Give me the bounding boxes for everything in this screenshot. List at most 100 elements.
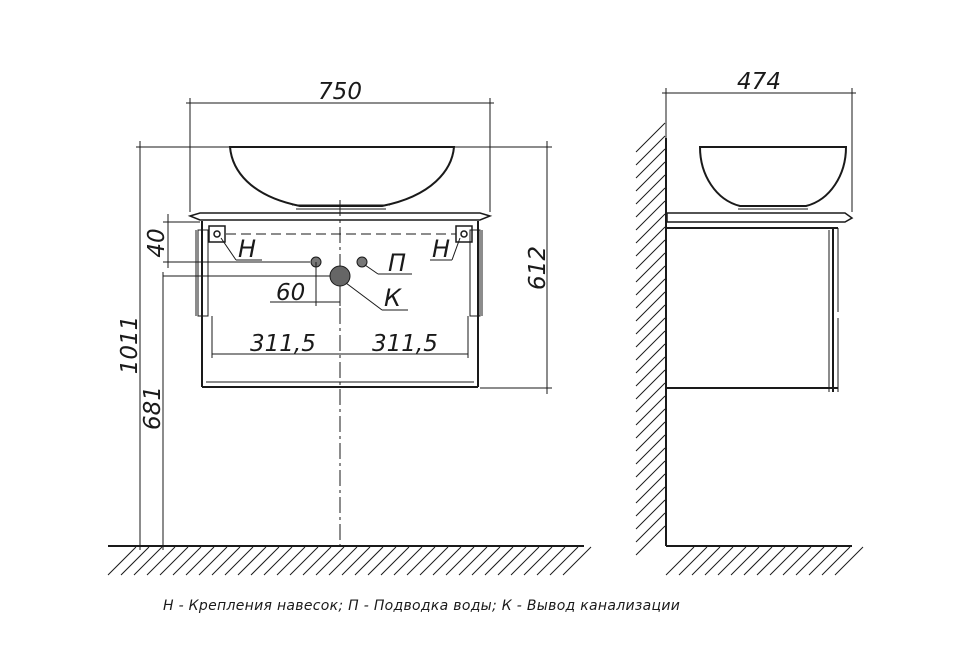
hatch-line: [635, 421, 666, 452]
label-hanger-right: Н: [432, 235, 450, 263]
hatch-line: [678, 546, 708, 576]
front-basin: [228, 146, 456, 207]
hatch-line: [497, 546, 527, 576]
hatch-line: [635, 356, 666, 387]
hatch-line: [510, 546, 540, 576]
hatch-line: [635, 304, 666, 335]
side-basin: [698, 146, 848, 207]
hatch-line: [523, 546, 553, 576]
hatch-line: [717, 546, 747, 576]
hatch-line: [821, 546, 851, 576]
hatch-line: [328, 546, 358, 576]
dim-311-5-left: 311,5: [250, 331, 316, 357]
hatch-line: [341, 546, 371, 576]
hatch-line: [635, 187, 666, 218]
hatch-line: [635, 395, 666, 426]
hatch-line: [198, 546, 228, 576]
hatch-line: [635, 174, 666, 205]
hatch-line: [635, 408, 666, 439]
hatch-line: [635, 486, 666, 517]
dim-750: 750: [318, 79, 362, 105]
hatch-line: [263, 546, 293, 576]
hatch-line: [237, 546, 267, 576]
floor-hatch-front: [107, 545, 592, 576]
hatch-line: [635, 473, 666, 504]
water-supply-right: [356, 256, 368, 268]
hatch-line: [635, 343, 666, 374]
hatch-line: [635, 135, 666, 166]
hatch-line: [393, 546, 423, 576]
hatch-line: [211, 546, 241, 576]
hatch-line: [133, 546, 163, 576]
hatch-line: [743, 546, 773, 576]
hatch-line: [635, 226, 666, 257]
hatch-line: [419, 546, 449, 576]
hatch-line: [289, 546, 319, 576]
hatch-line: [704, 546, 734, 576]
hatch-line: [484, 546, 514, 576]
hatch-line: [795, 546, 825, 576]
hatch-line: [562, 546, 592, 576]
front-cabinet: [195, 221, 483, 388]
dim-1011: 1011: [117, 316, 143, 375]
front-view: 40 60 311,5 311,5 750 612 1011 681 Н: [107, 79, 592, 576]
dim-474: 474: [737, 69, 781, 95]
hatch-line: [432, 546, 462, 576]
hatch-line: [635, 278, 666, 309]
front-countertop: [187, 212, 493, 221]
hatch-line: [691, 546, 721, 576]
hatch-line: [315, 546, 345, 576]
hatch-line: [635, 317, 666, 348]
hatch-line: [769, 546, 799, 576]
side-view: 474: [635, 69, 864, 576]
hatch-line: [635, 265, 666, 296]
drain-outlet: [329, 265, 351, 287]
hatch-line: [354, 546, 384, 576]
side-countertop: [666, 212, 854, 223]
dim-681: 681: [140, 386, 166, 430]
label-drain: К: [384, 284, 402, 312]
hatch-line: [471, 546, 501, 576]
hatch-line: [635, 460, 666, 491]
hatch-line: [635, 330, 666, 361]
hatch-line: [635, 499, 666, 530]
dim-612: 612: [525, 246, 551, 290]
hatch-line: [250, 546, 280, 576]
hatch-line: [635, 525, 666, 556]
legend: Н - Крепления навесок; П - Подводка воды…: [163, 598, 681, 614]
hatch-line: [782, 546, 812, 576]
hatch-line: [107, 546, 137, 576]
hatch-line: [302, 546, 332, 576]
hatch-line: [665, 546, 695, 576]
dim-311-5-right: 311,5: [372, 331, 438, 357]
hatch-line: [635, 369, 666, 400]
label-hanger-left: Н: [238, 235, 256, 263]
hatch-line: [445, 546, 475, 576]
hatch-line: [406, 546, 436, 576]
hatch-line: [146, 546, 176, 576]
hanger-bracket-left: [208, 225, 226, 243]
side-cabinet: [667, 227, 839, 392]
hatch-line: [635, 434, 666, 465]
dim-40: 40: [144, 228, 170, 257]
hatch-line: [635, 512, 666, 543]
hatch-line: [159, 546, 189, 576]
hatch-line: [756, 546, 786, 576]
hatch-line: [635, 252, 666, 283]
label-water-supply: П: [388, 249, 406, 277]
hatch-line: [635, 447, 666, 478]
hatch-line: [185, 546, 215, 576]
hatch-line: [834, 546, 864, 576]
hatch-line: [120, 546, 150, 576]
hatch-line: [172, 546, 202, 576]
hatch-line: [458, 546, 488, 576]
hatch-line: [224, 546, 254, 576]
hatch-line: [635, 122, 666, 153]
hatch-line: [730, 546, 760, 576]
hatch-line: [635, 200, 666, 231]
hatch-line: [549, 546, 579, 576]
hatch-line: [808, 546, 838, 576]
hatch-line: [635, 239, 666, 270]
hatch-line: [635, 213, 666, 244]
